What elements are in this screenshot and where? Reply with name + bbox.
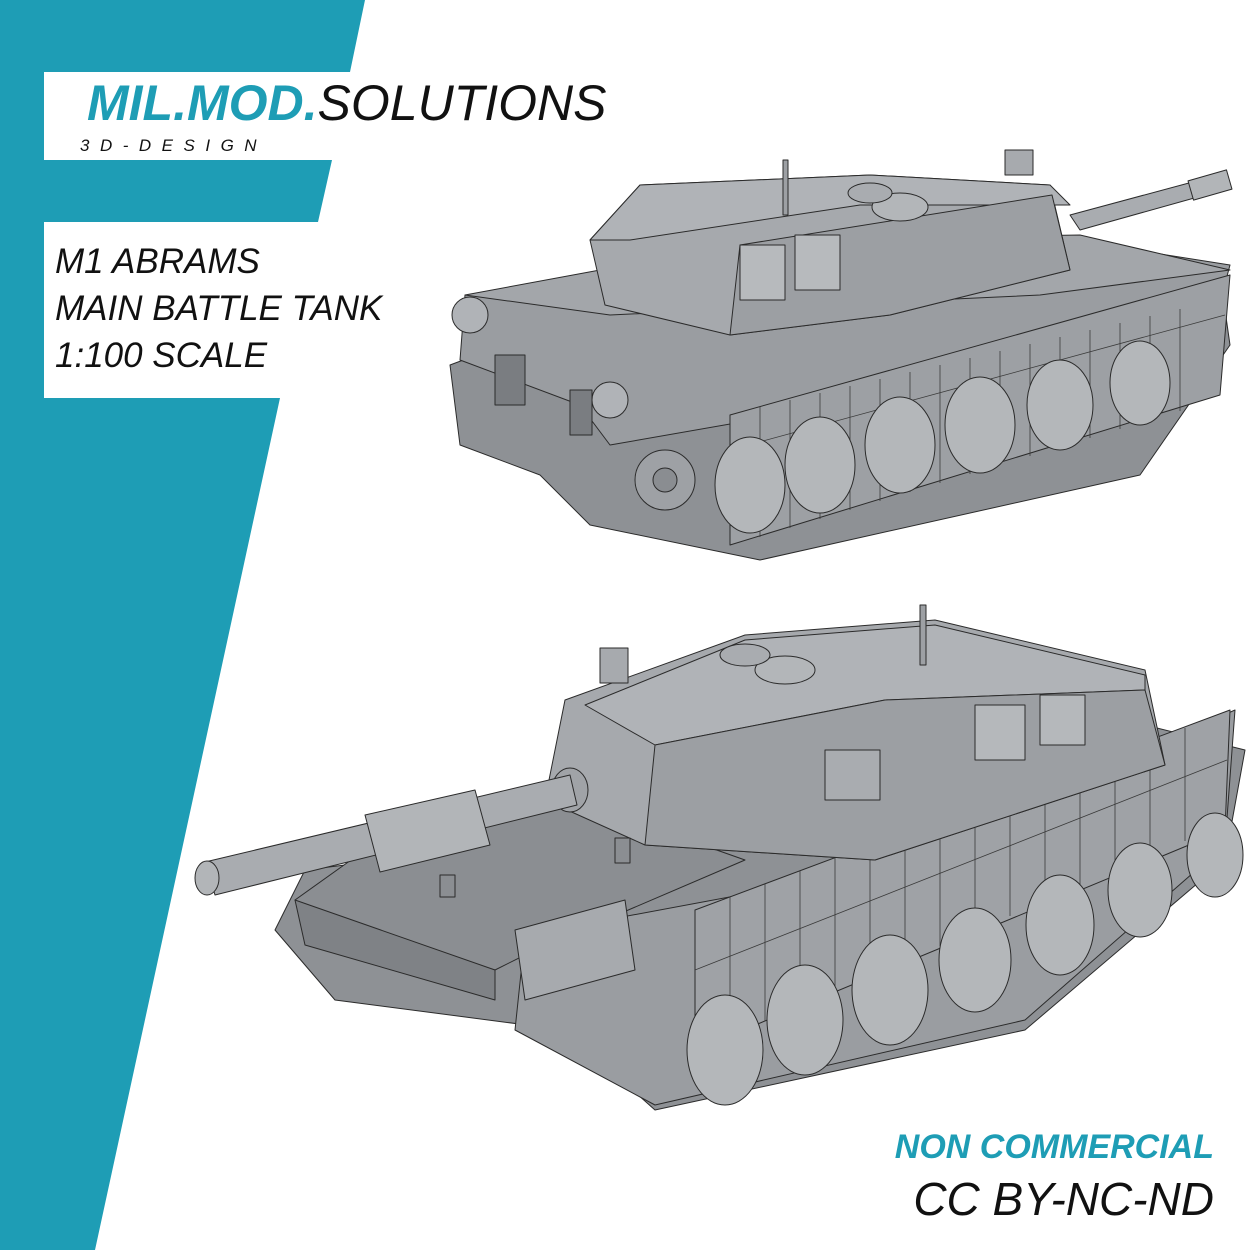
brand-name-rest: SOLUTIONS	[317, 75, 607, 131]
logo-panel	[44, 72, 334, 160]
brand-logo: MIL.MOD.SOLUTIONS	[87, 73, 606, 133]
tank-render-rear-view	[449, 149, 1233, 561]
product-name: M1 ABRAMS	[55, 242, 260, 281]
product-type: MAIN BATTLE TANK	[55, 289, 383, 328]
brand-name-accent: MIL.MOD.	[87, 75, 318, 131]
product-scale: 1:100 SCALE	[55, 336, 268, 375]
brand-tagline: 3D-DESIGN	[80, 136, 268, 155]
title-panel	[44, 222, 284, 398]
license-code: CC BY-NC-ND	[913, 1173, 1214, 1225]
license-type: NON COMMERCIAL	[894, 1128, 1214, 1166]
tank-render-front-view	[194, 604, 1246, 1111]
